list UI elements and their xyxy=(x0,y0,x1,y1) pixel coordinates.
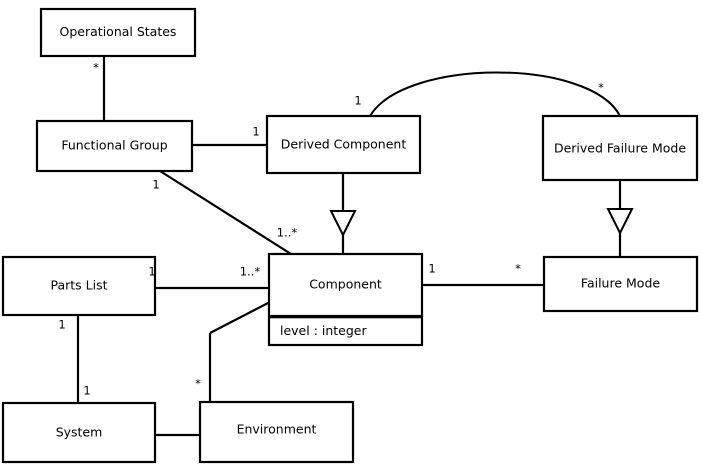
class-name-functional-group: Functional Group xyxy=(61,138,167,153)
multiplicity-functional-group-one: 1 xyxy=(152,178,159,192)
multiplicity-arc-derived-failure-mode-star: * xyxy=(598,81,604,95)
class-box-rect-functional-group xyxy=(35,119,194,173)
class-box-rect-derived-component xyxy=(265,114,422,175)
class-attribute-component-level: level : integer xyxy=(280,323,367,338)
class-box-derived-failure-mode[interactable]: Derived Failure Mode xyxy=(541,114,699,182)
multiplicity-functional-group-component-many: 1..* xyxy=(277,226,298,240)
class-box-rect-environment xyxy=(198,400,355,464)
class-name-environment: Environment xyxy=(237,422,317,437)
class-name-failure-mode: Failure Mode xyxy=(581,276,660,291)
multiplicity-parts-list-one: 1 xyxy=(148,265,155,279)
class-name-operational-states: Operational States xyxy=(60,24,177,39)
association-arc-derived-component-derived-failure-mode xyxy=(369,71,621,117)
class-name-derived-component: Derived Component xyxy=(281,137,407,152)
generalization-triangle-derived-failure-mode-failure-mode xyxy=(606,208,634,236)
multiplicity-arc-derived-component-one: 1 xyxy=(354,94,361,108)
class-box-rect-operational-states xyxy=(39,7,197,58)
multiplicity-component-one: 1 xyxy=(428,262,435,276)
class-box-environment[interactable]: Environment xyxy=(198,400,355,464)
generalization-triangle-derived-component-component xyxy=(329,210,357,238)
class-box-rect-derived-failure-mode xyxy=(541,114,699,182)
class-box-operational-states[interactable]: Operational States xyxy=(39,7,197,58)
class-box-functional-group[interactable]: Functional Group xyxy=(35,119,194,173)
class-box-failure-mode[interactable]: Failure Mode xyxy=(542,255,699,313)
association-line-environment-component-diagonal xyxy=(209,301,271,334)
class-box-rect-component xyxy=(267,252,424,318)
class-box-rect-system xyxy=(1,401,157,464)
class-name-component: Component xyxy=(309,277,382,292)
class-box-rect-parts-list xyxy=(1,255,157,317)
multiplicity-operational-states-star: * xyxy=(93,61,99,75)
multiplicity-parts-list-system-top-one: 1 xyxy=(58,318,65,332)
class-name-parts-list: Parts List xyxy=(50,278,107,293)
class-box-rect-failure-mode xyxy=(542,255,699,313)
multiplicity-failure-mode-star: * xyxy=(515,262,521,276)
multiplicity-derived-component-one: 1 xyxy=(252,125,259,139)
class-name-derived-failure-mode: Derived Failure Mode xyxy=(554,141,686,156)
class-box-parts-list[interactable]: Parts List xyxy=(1,255,157,317)
class-box-derived-component[interactable]: Derived Component xyxy=(265,114,422,175)
multiplicity-parts-list-system-bottom-one: 1 xyxy=(83,384,90,398)
class-box-system[interactable]: System xyxy=(1,401,157,464)
multiplicity-parts-list-component-many: 1..* xyxy=(240,265,261,279)
class-box-component[interactable]: Component level : integer xyxy=(267,252,424,347)
multiplicity-environment-star: * xyxy=(195,377,201,391)
association-line-functional-group-component xyxy=(159,170,292,255)
class-name-system: System xyxy=(56,425,103,440)
